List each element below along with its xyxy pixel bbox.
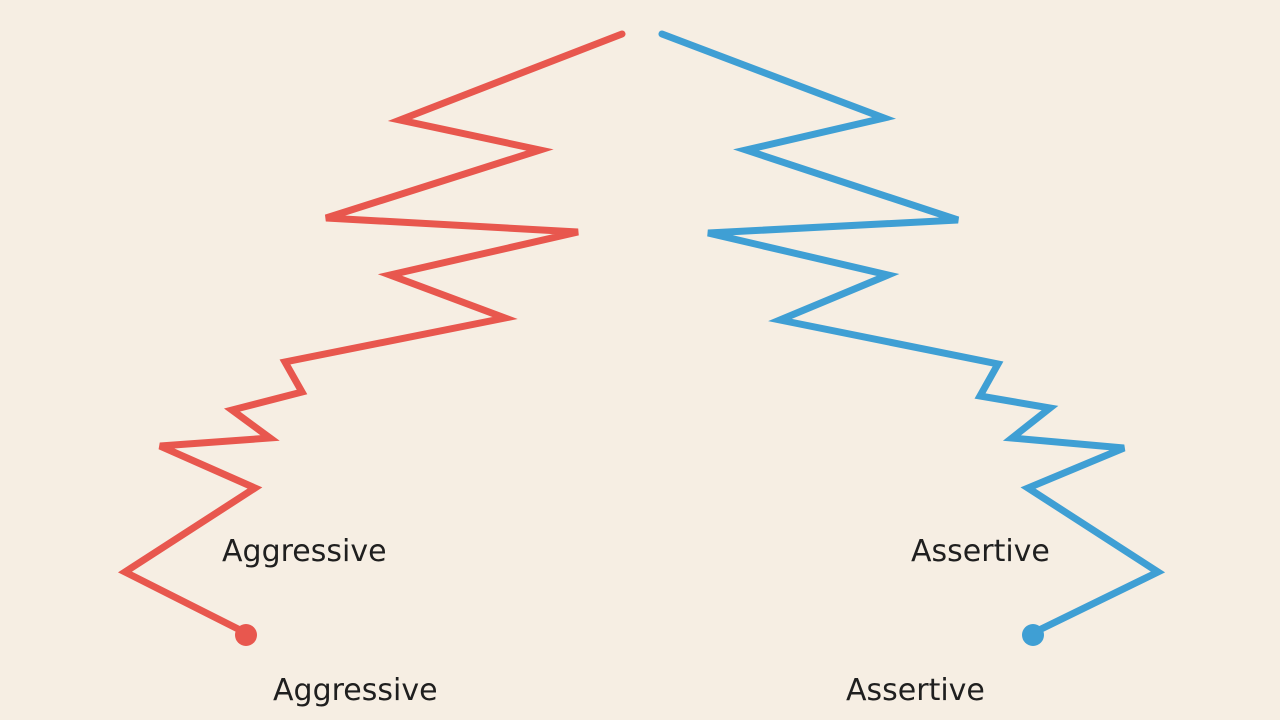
aggressive-label-inner: Aggressive <box>222 534 387 569</box>
aggressive-zigzag-line <box>117 30 626 637</box>
aggressive-label-bottom: Aggressive <box>273 673 438 708</box>
assertive-zigzag-line <box>658 30 1166 637</box>
assertive-label-inner: Assertive <box>911 534 1050 569</box>
aggressive-end-dot <box>235 624 257 646</box>
assertive-label-bottom: Assertive <box>846 673 985 708</box>
assertive-end-dot <box>1022 624 1044 646</box>
